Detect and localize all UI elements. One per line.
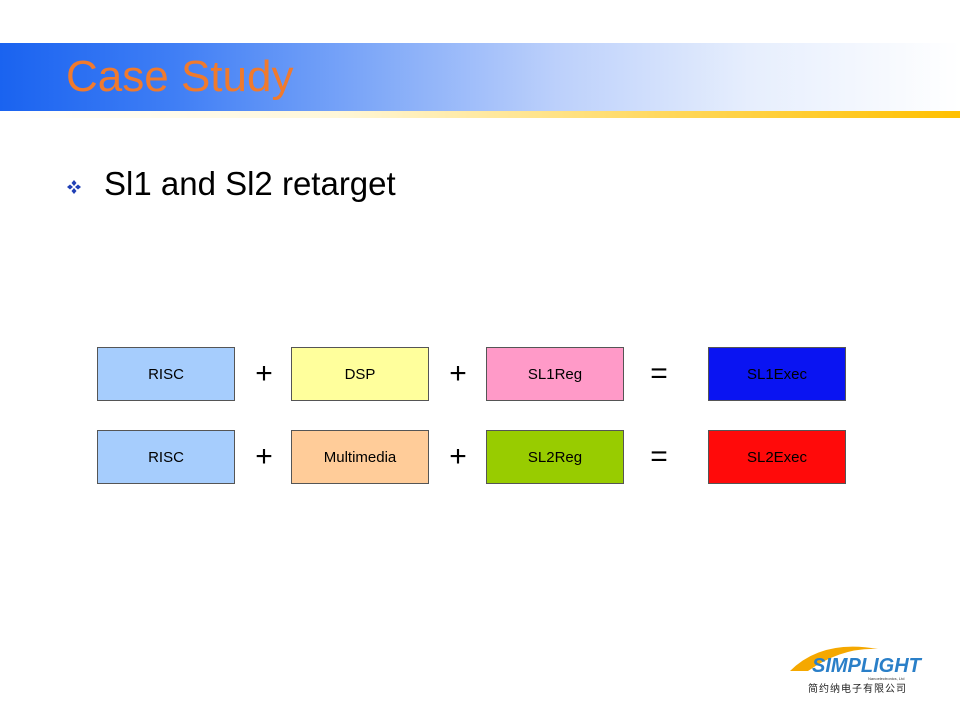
bullet-text: Sl1 and Sl2 retarget xyxy=(104,165,396,202)
risc-box-row2: RISC xyxy=(97,430,235,484)
title-underline xyxy=(0,111,960,118)
multimedia-box: Multimedia xyxy=(291,430,429,484)
logo-wordmark: SIMPLIGHT xyxy=(812,655,923,677)
plus-sign: + xyxy=(255,357,273,390)
simplight-logo: SIMPLIGHT Nanoelectronics, Ltd xyxy=(790,646,923,681)
logo-chinese-name: 简约纳电子有限公司 xyxy=(808,684,907,695)
risc-box-row1: RISC xyxy=(97,347,235,401)
sl2reg-box: SL2Reg xyxy=(486,430,624,484)
equals-sign: = xyxy=(650,440,668,473)
equals-sign: = xyxy=(650,357,668,390)
plus-sign: + xyxy=(449,357,467,390)
logo-subtitle: Nanoelectronics, Ltd xyxy=(868,676,904,681)
plus-sign: + xyxy=(255,440,273,473)
sl1reg-box: SL1Reg xyxy=(486,347,624,401)
title-band xyxy=(0,43,960,111)
plus-sign: + xyxy=(449,440,467,473)
dsp-box: DSP xyxy=(291,347,429,401)
sl1exec-box: SL1Exec xyxy=(708,347,846,401)
sl2exec-box: SL2Exec xyxy=(708,430,846,484)
slide-title: Case Study xyxy=(66,52,294,101)
diamond-bullet-icon xyxy=(67,180,81,194)
